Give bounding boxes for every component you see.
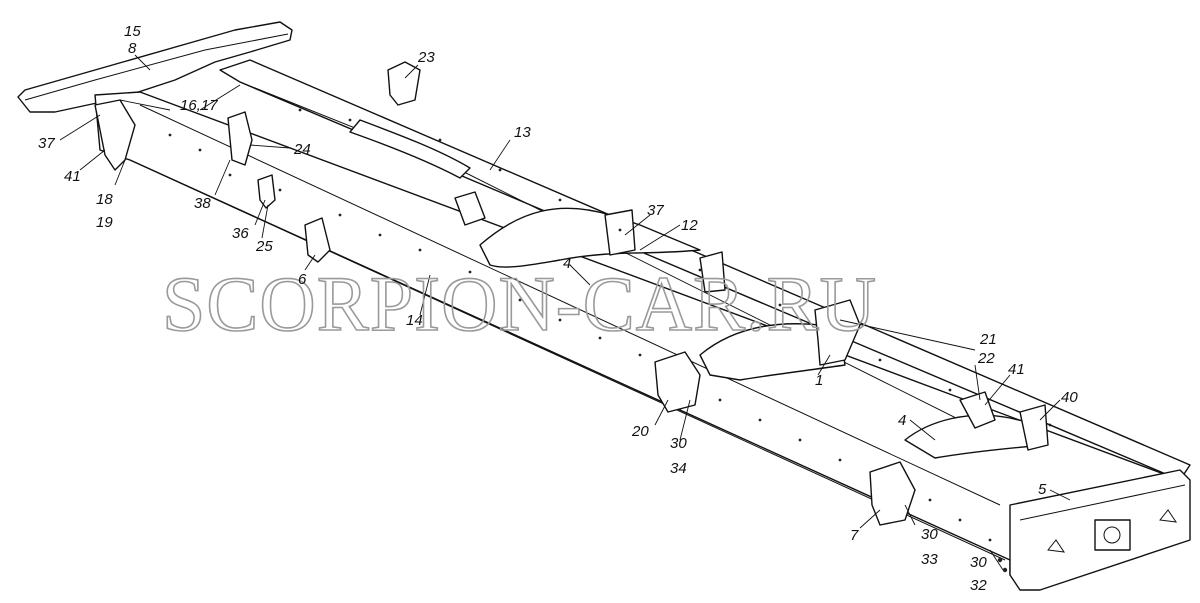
front-spring-bracket (94, 99, 136, 171)
callout-36: 36 (232, 225, 249, 242)
callout-30-end: 30 (970, 554, 987, 571)
callout-1: 1 (815, 372, 823, 389)
bracket-20 (654, 351, 701, 413)
bracket-7 (869, 461, 916, 526)
bracket-40 (1019, 404, 1049, 451)
front-cross-member (17, 21, 293, 113)
callout-18: 18 (96, 191, 113, 208)
callout-37-front: 37 (38, 135, 55, 152)
callout-23: 23 (417, 49, 435, 66)
callout-33: 33 (921, 551, 938, 568)
callout-21: 21 (979, 331, 997, 348)
bracket-12 (699, 251, 726, 293)
callout-24: 24 (293, 141, 311, 158)
cross-member-middle (349, 119, 471, 179)
callout-13: 13 (514, 124, 531, 141)
bracket-6 (304, 217, 331, 263)
callout-4-front: 4 (563, 255, 571, 272)
bracket-23 (387, 61, 421, 106)
callout-7: 7 (850, 527, 859, 544)
leader-lines (59, 54, 1071, 571)
callout-40: 40 (1061, 389, 1078, 406)
rail-holes (168, 108, 1052, 573)
rear-plate (1094, 519, 1131, 551)
callout-34: 34 (670, 460, 687, 477)
callout-20: 20 (631, 423, 649, 440)
callout-32: 32 (970, 577, 987, 594)
bracket-mid (454, 191, 486, 226)
bracket-24 (227, 111, 253, 166)
callout-12: 12 (681, 217, 698, 234)
bracket-25 (257, 174, 276, 209)
callout-19: 19 (96, 214, 113, 231)
callout-41-rear: 41 (1008, 361, 1025, 378)
bracket-21 (814, 299, 861, 366)
callout-16-17: 16,17 (180, 97, 218, 114)
callout-8: 8 (128, 40, 137, 57)
callout-22: 22 (977, 350, 995, 367)
callout-6: 6 (298, 271, 307, 288)
callout-5: 5 (1038, 481, 1047, 498)
callout-37-mid: 37 (647, 202, 664, 219)
callout-15: 15 (124, 23, 141, 40)
callout-14: 14 (406, 312, 423, 329)
callout-25: 25 (255, 238, 273, 255)
watermark: SCORPION-CAR.RU (162, 260, 877, 347)
bracket-22 (959, 391, 996, 429)
callout-30-rear: 30 (921, 526, 938, 543)
callout-4-rear: 4 (898, 412, 906, 429)
callout-41-front: 41 (64, 168, 81, 185)
callout-30-mid: 30 (670, 435, 687, 452)
cross-member-12 (479, 207, 701, 268)
callout-labels: 15 8 23 16,17 37 41 18 19 24 13 38 36 25… (38, 23, 1078, 594)
callout-38: 38 (194, 195, 211, 212)
bracket-37 (604, 209, 636, 256)
